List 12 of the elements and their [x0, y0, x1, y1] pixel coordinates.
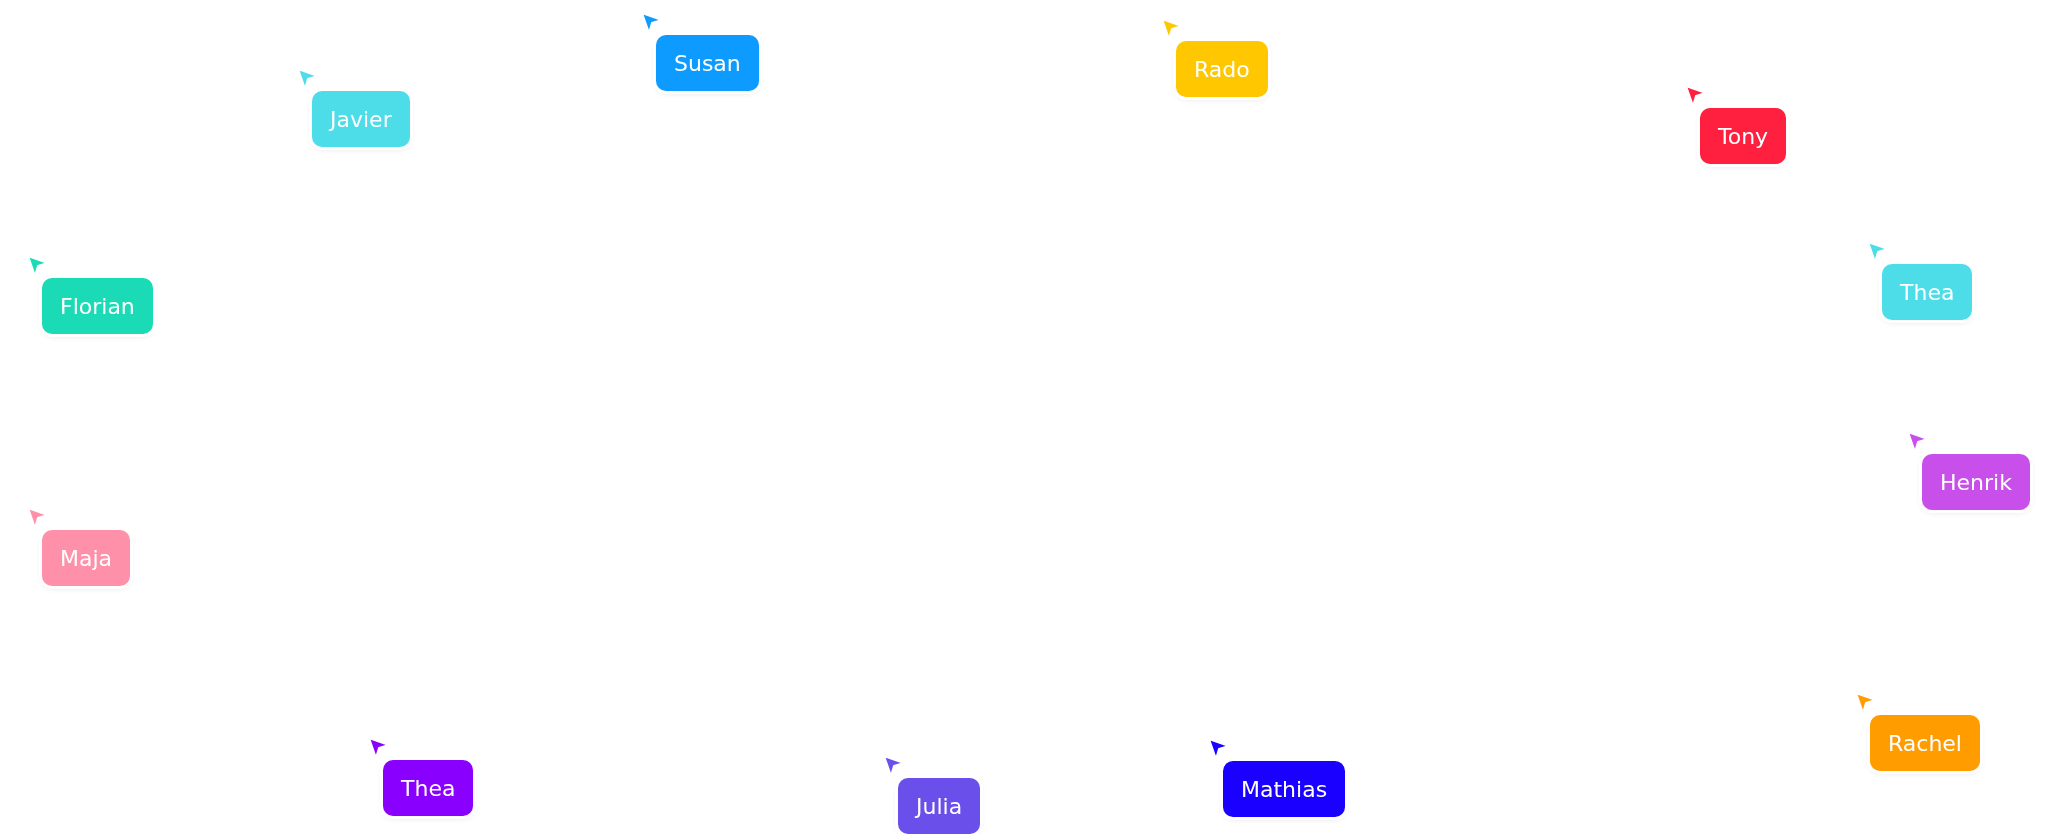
name-tag: Tony: [1700, 108, 1787, 164]
name-tag: Henrik: [1922, 454, 2030, 510]
name-tag: Thea: [1882, 264, 1973, 320]
name-tag: Rado: [1176, 41, 1268, 97]
name-tag: Javier: [312, 91, 410, 147]
name-tag: Maja: [42, 530, 131, 586]
name-tag: Florian: [42, 278, 153, 334]
name-tag: Rachel: [1870, 715, 1980, 771]
name-tag: Mathias: [1223, 761, 1346, 817]
name-tag: Thea: [383, 760, 474, 816]
name-tag: Julia: [898, 778, 981, 834]
name-tag: Susan: [656, 35, 759, 91]
